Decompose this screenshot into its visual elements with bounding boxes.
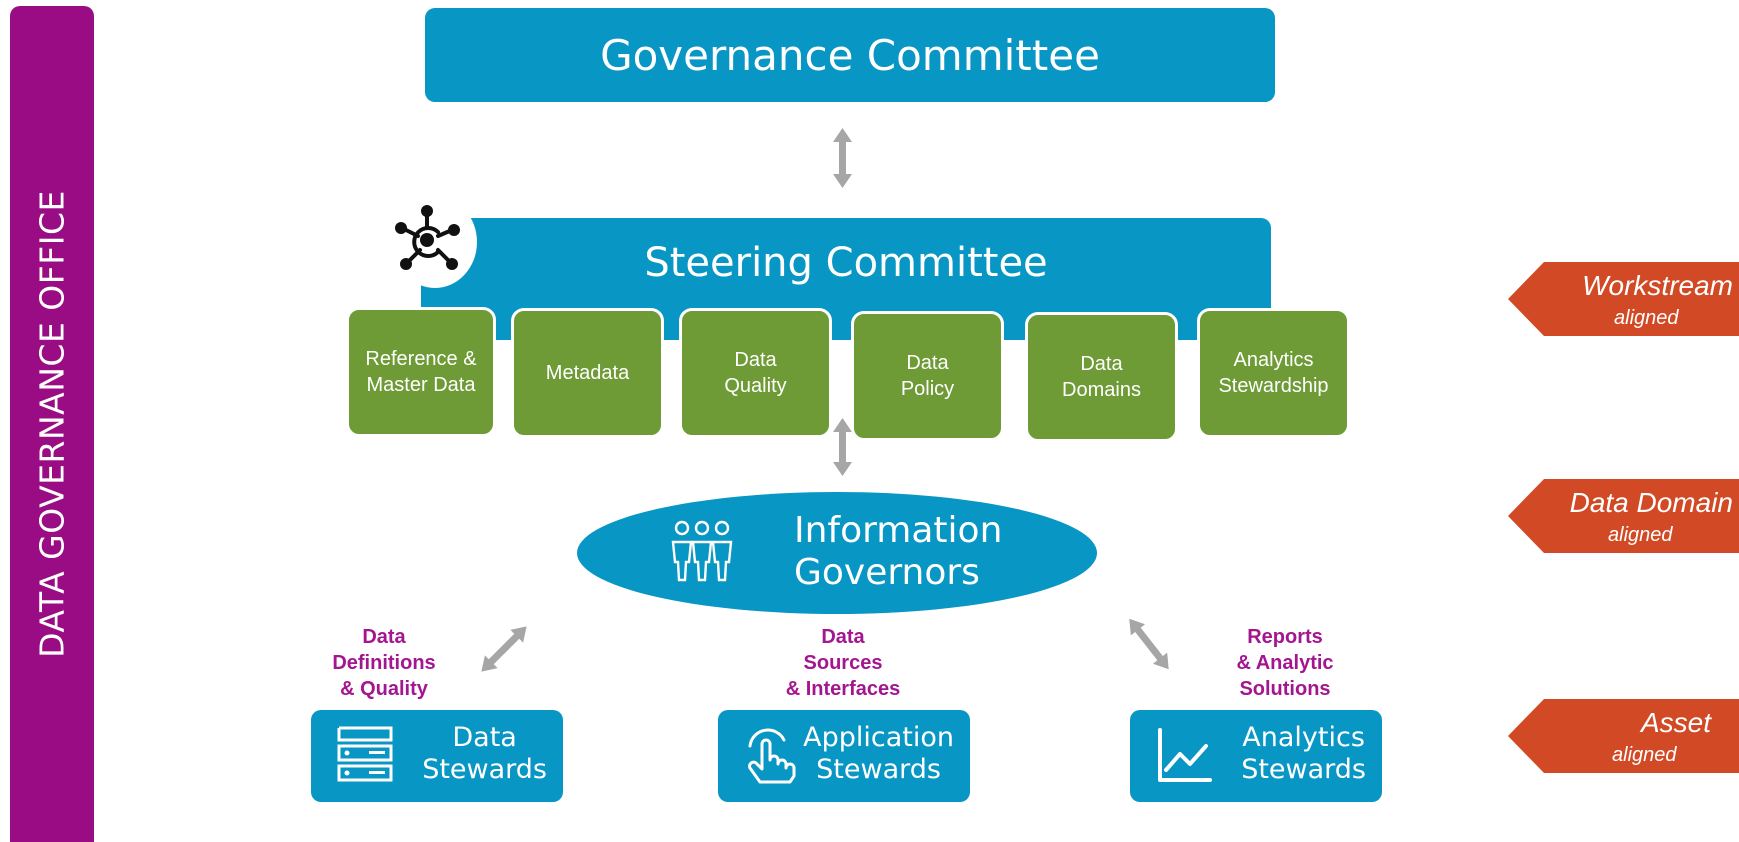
analytics-stewards-box: Analytics Stewards (1130, 710, 1382, 802)
caption-data-sources-interfaces: Data Sources & Interfaces (785, 626, 901, 700)
server-stack-icon (337, 726, 393, 782)
caption-reports-analytic-solutions: Reports & Analytic Solutions (1236, 626, 1334, 700)
tag-main-label: Workstream (1582, 270, 1733, 301)
caption-data-definitions-quality: Data Definitions & Quality (332, 626, 436, 700)
double-arrow-governors-data-stewards (481, 626, 527, 672)
application-stewards-label: Application Stewards (803, 722, 954, 785)
tag-asset-aligned: Asset aligned (1508, 699, 1739, 773)
tag-data-domain-aligned: Data Domain aligned (1508, 479, 1739, 553)
information-governors-title: Information Governors (794, 510, 1003, 593)
double-arrow-governors-analytics-stewards (1129, 618, 1169, 670)
double-arrow-steering-governors (833, 418, 852, 476)
workstream-label: Data Quality (724, 349, 787, 397)
steering-logo-badge (393, 196, 477, 288)
double-arrow-gov-steering (833, 128, 852, 188)
workstream-data-quality: Data Quality (679, 308, 832, 438)
tag-sub-label: aligned (1614, 307, 1679, 329)
workstream-label: Metadata (545, 362, 630, 384)
tag-workstream-aligned: Workstream aligned (1508, 262, 1739, 336)
tag-sub-label: aligned (1612, 744, 1677, 766)
analytics-stewards-label: Analytics Stewards (1241, 722, 1366, 785)
workstream-metadata: Metadata (511, 308, 664, 438)
data-stewards-label: Data Stewards (422, 722, 547, 785)
application-stewards-box: Application Stewards (718, 710, 970, 802)
workstream-label: Data Policy (900, 352, 955, 400)
tag-sub-label: aligned (1608, 524, 1673, 546)
workstream-label: Data Domains (1062, 353, 1141, 401)
governance-committee-box: Governance Committee (425, 8, 1275, 102)
data-stewards-box: Data Stewards (311, 710, 563, 802)
workstream-analytics-stewardship: Analytics Stewardship (1197, 308, 1350, 438)
governance-committee-title: Governance Committee (600, 30, 1100, 80)
network-hub-icon (395, 205, 460, 270)
workstream-data-domains: Data Domains (1025, 312, 1178, 442)
information-governors-ellipse: Information Governors (577, 492, 1097, 614)
hand-pointer-icon (748, 728, 796, 784)
workstream-label: Analytics Stewardship (1218, 349, 1329, 397)
data-governance-office-band: DATA GOVERNANCE OFFICE (10, 6, 94, 842)
workstream-data-policy: Data Policy (851, 311, 1004, 441)
workstream-reference-master-data: Reference & Master Data (346, 307, 496, 437)
steering-committee-title: Steering Committee (644, 240, 1048, 286)
workstream-label: Reference & Master Data (365, 348, 477, 396)
people-group-icon (671, 520, 733, 582)
line-chart-icon (1158, 728, 1212, 782)
tag-main-label: Data Domain (1569, 487, 1733, 518)
tag-main-label: Asset (1640, 707, 1711, 738)
